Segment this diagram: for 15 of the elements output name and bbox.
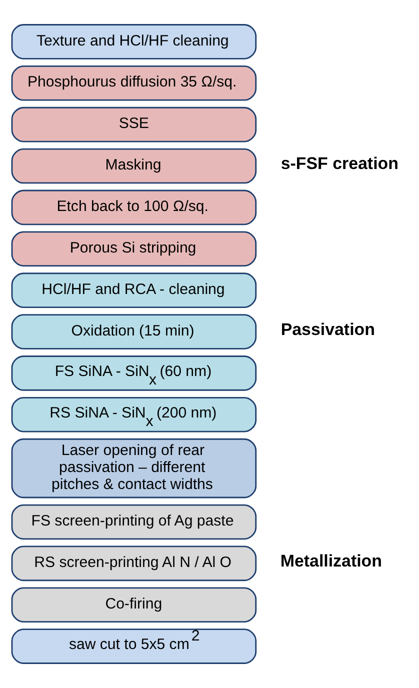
node-box: SSE — [11, 106, 257, 142]
label: Passivation — [280, 320, 375, 339]
node-box: RS screen-printing Al N / Al O — [11, 546, 257, 582]
node-box: Phosphourus diffusion 35 Ω/sq. — [11, 66, 257, 101]
node-box: FS screen-printing of Ag paste — [11, 504, 257, 540]
node-box: Porous Si stripping — [11, 231, 257, 267]
node-box: Laser opening of rear passivation – different pitches & contact widths — [11, 438, 257, 498]
node-box: Texture and HCl/HF cleaning — [11, 24, 257, 60]
label: Metallization — [280, 552, 382, 571]
node-box: Co-firing — [11, 587, 257, 622]
node-box: Etch back to 100 Ω/sq. — [11, 190, 257, 226]
node-box: Oxidation (15 min) — [11, 314, 257, 350]
node-box: HCl/HF and RCA - cleaning — [11, 272, 257, 308]
label: s-FSF creation — [280, 154, 398, 174]
node-box: Masking — [11, 148, 257, 184]
